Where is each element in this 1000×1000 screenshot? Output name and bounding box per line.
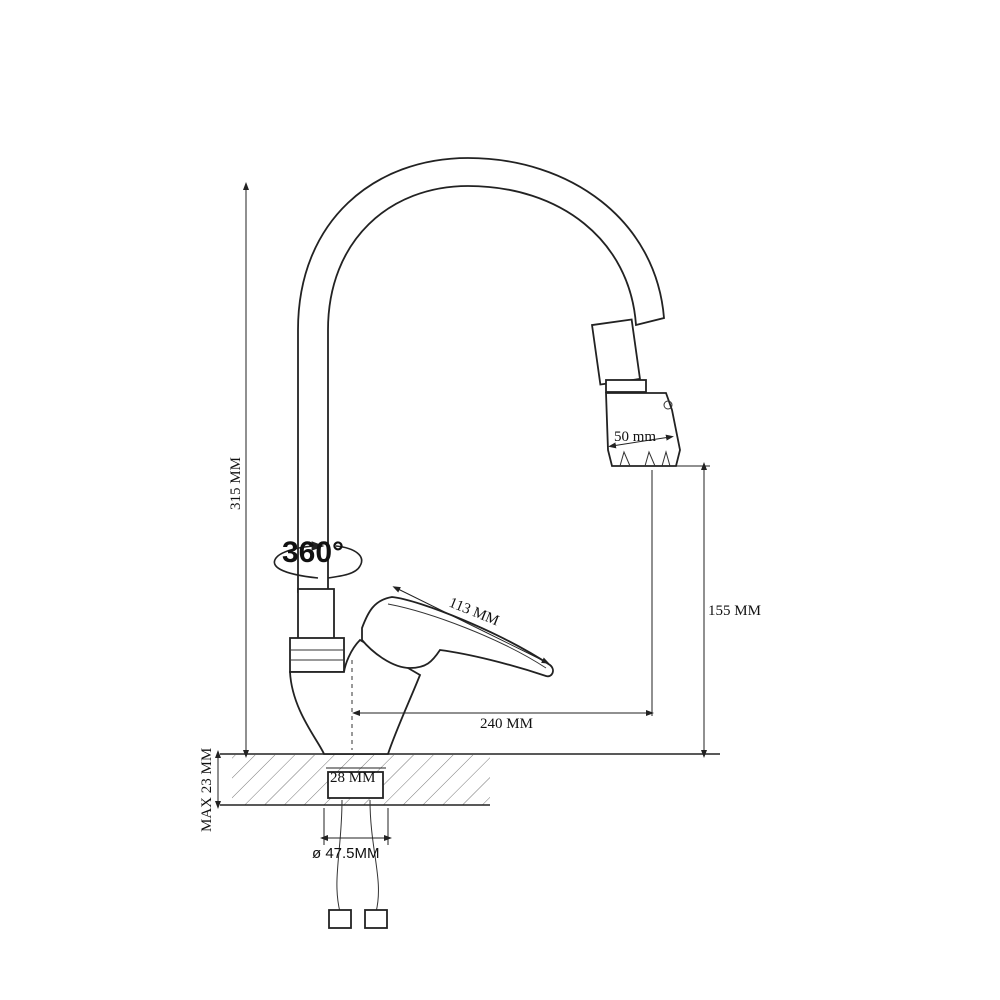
faucet-body [289, 638, 422, 755]
label-thread: 28 MM [330, 770, 375, 786]
dimension-spout-reach [352, 470, 654, 716]
label-aerator: 50 mm [614, 429, 656, 445]
rotation-arrow [273, 541, 363, 579]
label-base-diameter: ø 47.5MM [312, 845, 380, 862]
gooseneck-spout [297, 157, 665, 593]
dimension-base-diameter [320, 808, 392, 845]
label-total-height: 315 MM [228, 457, 244, 510]
label-spout-height: 155 MM [708, 603, 761, 619]
label-max-countertop: MAX 23 MM [199, 748, 215, 832]
dimension-spout-height [655, 462, 710, 758]
dimension-handle-length [392, 586, 550, 664]
label-spout-reach: 240 MM [480, 716, 533, 732]
spout-tube [289, 588, 345, 673]
rotation-label: 360° [282, 536, 344, 569]
countertop-section [220, 753, 720, 806]
supply-hoses [327, 771, 388, 929]
dimension-aerator [608, 434, 674, 449]
